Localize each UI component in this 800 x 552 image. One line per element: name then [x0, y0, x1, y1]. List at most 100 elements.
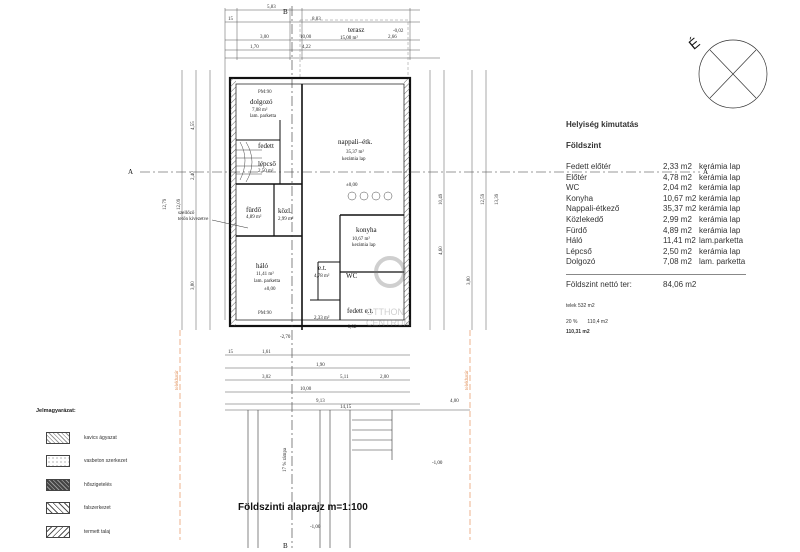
room-elo: e.t. — [318, 264, 327, 272]
schedule-net-row: Földszint nettó ter: 84,06 m2 — [566, 280, 766, 289]
schedule-floor: kerámia lap — [699, 246, 741, 256]
drawing-title: Földszinti alaprajz m=1:100 — [238, 502, 368, 513]
dim-bottom-6: 5,11 — [340, 375, 349, 380]
schedule-area: 2,33 m2 — [663, 162, 692, 171]
dim-right-5: 4,60 — [439, 246, 444, 255]
note-szellozo-2: tetőn kivezetve — [178, 217, 209, 222]
room-fedett-et-area: 2,33 m² — [314, 315, 330, 321]
room-nappali-area: 35,37 m² — [346, 149, 364, 155]
schedule-floor: kerámia lap — [699, 172, 741, 182]
schedule-name: Lépcső — [566, 246, 592, 256]
room-halo-floor: lam. parketta — [254, 279, 281, 284]
dim-top-6: 2,66 — [388, 35, 397, 40]
schedule-area: 2,50 m2 — [663, 246, 692, 256]
dim-bottom-8: 9,13 — [316, 399, 325, 404]
legend-swatch-concrete — [46, 455, 70, 468]
schedule-floor: Földszint — [566, 141, 602, 150]
room-konyha-floor: kerámia lap — [352, 243, 376, 248]
top-dimension-lines — [224, 8, 440, 320]
room-dolgozo: dolgozó — [250, 98, 273, 106]
ramp-label: 17 % rámpa — [283, 447, 288, 472]
coverage-area: 110,4 m2 — [587, 318, 608, 325]
legend-title: Jelmagyarázat: — [36, 408, 76, 414]
dim-bottom-2: 1,61 — [262, 350, 271, 355]
dim-bottom-4: 3,02 — [262, 375, 271, 380]
schedule-floor: kerámia lap — [699, 193, 741, 203]
schedule-floor: kerámia lap — [699, 162, 741, 171]
main-level: ±0,00 — [346, 183, 358, 188]
total-area: 110,31 m2 — [566, 328, 590, 335]
schedule-name: WC — [566, 183, 580, 193]
note-szellozo-1: szellőző — [178, 211, 195, 216]
room-fedett-eloter-1: fedett — [258, 142, 274, 150]
dim-right-4: 3,80 — [467, 276, 472, 285]
dim-bottom-1: 15 — [228, 350, 234, 355]
room-halo-level: ±0,00 — [264, 287, 276, 292]
watermark: OTTHON CENTRUM — [366, 256, 411, 328]
room-terasz: terasz — [348, 26, 364, 34]
level-minus-1-a: -1,00 — [432, 461, 443, 466]
legend-swatch-insulation — [46, 478, 70, 491]
room-furdo-area: 4,89 m² — [246, 214, 262, 220]
schedule-area: 11,41 m2 — [663, 236, 696, 246]
dim-bottom-3: 1,90 — [316, 363, 325, 368]
schedule-area: 2,04 m2 — [663, 183, 692, 193]
pm90-label-2: PM:90 — [258, 311, 272, 316]
room-nappali: nappali–étk. — [338, 138, 373, 146]
schedule-floor: lam.parketta — [699, 236, 744, 246]
room-terasz-area: 15,00 m² — [340, 35, 358, 41]
legend-label: kavics ágyazat — [84, 434, 117, 441]
room-wc: WC — [346, 272, 358, 280]
dim-top-4: 3,00 — [260, 35, 269, 40]
dim-top-3: 15 — [228, 17, 234, 22]
north-mark: É — [685, 34, 702, 52]
dim-left-4: 4,55 — [191, 121, 196, 130]
schedule-floor: kerámia lap — [699, 204, 741, 214]
section-mark-b-bottom: B — [283, 542, 288, 550]
room-konyha-area: 10,67 m² — [352, 236, 370, 242]
schedule-area: 35,37 m2 — [663, 204, 697, 214]
schedule-row: Lépcső 2,50 m2 kerámia lap — [566, 247, 766, 258]
room-dolgozo-area: 7,08 m² — [252, 107, 268, 113]
pm90-label-1: PM:90 — [258, 90, 272, 95]
staircase — [236, 141, 262, 183]
dim-left-1: 12,09 — [177, 198, 182, 210]
driveway-ramp — [247, 410, 393, 548]
legend-item: hőszigetelés — [36, 473, 186, 497]
dim-top-7: 1,70 — [250, 45, 259, 50]
legend-swatch-wall — [46, 502, 70, 515]
schedule-title: Helyiség kimutatás — [566, 120, 639, 129]
schedule-name: Közlekedő — [566, 214, 604, 224]
room-fedett-et-level: -0,02 — [346, 325, 357, 330]
legend-label: vasbeton szerkezet — [84, 458, 128, 465]
dim-right-2: 12,59 — [481, 193, 486, 205]
section-mark-b-top: B — [283, 8, 288, 16]
legend-item: termett talaj — [36, 520, 186, 544]
schedule-name: Dolgozó — [566, 257, 596, 267]
schedule-area: 10,67 m2 — [663, 193, 697, 203]
room-schedule: Helyiség kimutatás Földszint Fedett előt… — [566, 120, 766, 335]
terrace-level: -0,02 — [393, 29, 404, 34]
schedule-divider — [566, 273, 746, 275]
bottom-dimension-lines — [225, 354, 470, 411]
schedule-name: Fürdő — [566, 225, 587, 235]
schedule-area: 2,99 m2 — [663, 214, 692, 224]
room-kozl: közl. — [278, 207, 292, 215]
section-mark-a-right: A — [703, 168, 708, 176]
schedule-floor: kerámia lap — [699, 225, 741, 235]
schedule-name: Háló — [566, 236, 583, 246]
legend-label: hőszigetelés — [84, 481, 112, 488]
dim-top-8: 4,22 — [302, 45, 311, 50]
net-label: Földszint nettó ter: — [566, 279, 632, 289]
watermark-line-1: OTTHON — [366, 307, 404, 317]
room-konyha: konyha — [356, 226, 378, 234]
room-lepcso: lépcső — [258, 160, 276, 168]
